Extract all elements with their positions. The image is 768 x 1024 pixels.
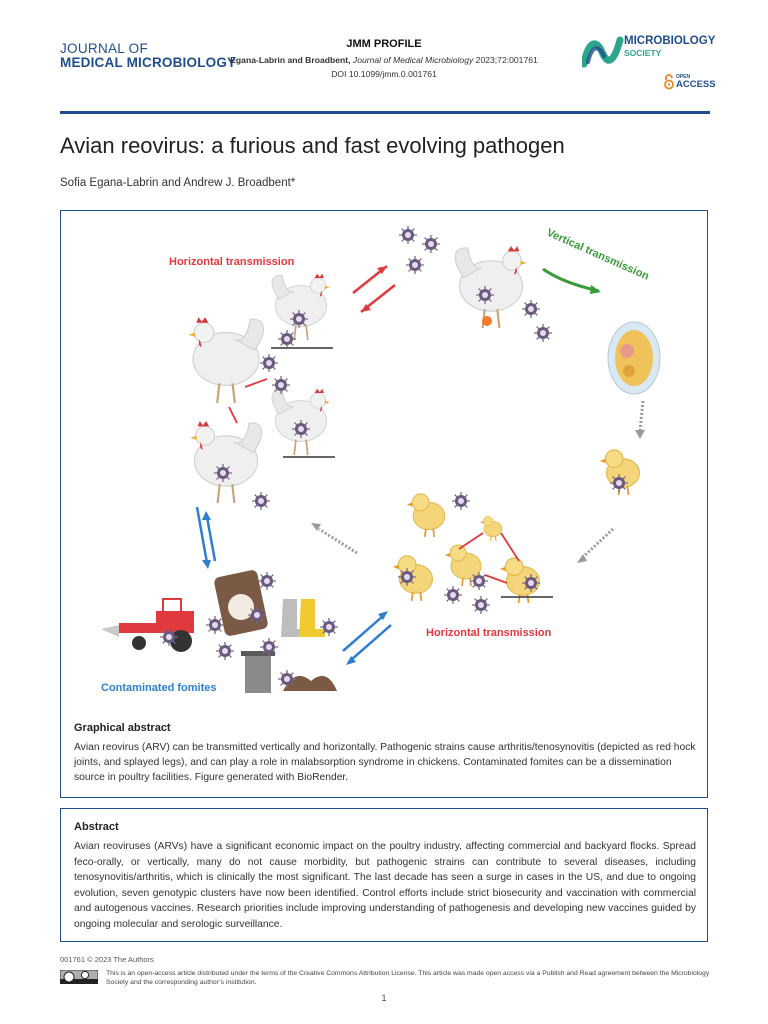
- access-label: ACCESS: [676, 79, 716, 90]
- blue-arrows-bottom: [342, 611, 392, 665]
- open-label: OPEN: [676, 74, 691, 80]
- journal-name-top: JOURNAL OF: [60, 41, 149, 56]
- trash-can-icon: [241, 651, 275, 693]
- boots-icon: [281, 599, 325, 637]
- gray-arrow-down: [635, 400, 645, 439]
- abstract-text: Avian reoviruses (ARVs) have a significa…: [74, 841, 696, 930]
- hen-perch-top: [271, 272, 331, 341]
- chick-top: [406, 493, 446, 538]
- hen-standing-left: [187, 316, 265, 405]
- red-arrow-up: [352, 265, 388, 294]
- microbiology-society-logo-icon: [582, 36, 624, 68]
- label-horizontal-transmission-top: Horizontal transmission: [169, 256, 295, 268]
- citation-year: 2023;72:001761: [475, 55, 538, 65]
- article-title: Avian reovirus: a furious and fast evolv…: [60, 133, 565, 158]
- abstract-box: [60, 808, 708, 942]
- red-arrow-down: [360, 284, 396, 313]
- journal-name-bottom: MEDICAL MICROBIOLOGY: [60, 55, 237, 70]
- citation: Egana-Labrin and Broadbent, Journal of M…: [214, 55, 554, 65]
- society-subname: SOCIETY: [624, 48, 662, 58]
- graphical-abstract-heading: Graphical abstract: [74, 722, 171, 734]
- label-contaminated-fomites: Contaminated fomites: [101, 682, 217, 694]
- graphical-abstract-text: Avian reovirus (ARV) can be transmitted …: [74, 742, 696, 783]
- abstract-heading: Abstract: [74, 821, 119, 833]
- tractor-icon: [101, 598, 194, 652]
- gray-arrow-left: [577, 527, 615, 563]
- article-type: JMM PROFILE: [346, 38, 422, 50]
- creative-commons-by-icon[interactable]: [60, 970, 98, 984]
- feed-bag-icon: [214, 570, 268, 636]
- graphical-abstract-figure: Horizontal transmission Vertical transmi…: [101, 225, 661, 694]
- header-rule: [60, 111, 710, 114]
- embryonated-egg: [607, 321, 661, 395]
- red-arrows-chicks: [228, 378, 520, 584]
- open-access-badge: OPEN ACCESS: [662, 74, 722, 90]
- graphical-abstract-box: [60, 210, 708, 798]
- citation-authors: Egana-Labrin and Broadbent,: [230, 55, 351, 65]
- doi[interactable]: DOI 10.1099/jmm.0.001761: [331, 69, 437, 79]
- chick-small: [479, 515, 503, 542]
- page-number: 1: [381, 993, 387, 1003]
- gray-arrow-up-left: [311, 523, 358, 555]
- manure-pile-icon: [283, 675, 337, 691]
- citation-journal: Journal of Medical Microbiology: [352, 55, 474, 65]
- hen-lower-left: [189, 420, 263, 505]
- green-arrow: [542, 267, 601, 294]
- open-access-lock-icon: [664, 74, 674, 90]
- label-vertical-transmission: Vertical transmission: [545, 227, 651, 283]
- hen-vertical-source: [454, 245, 528, 330]
- copyright-line: 001761 © 2023 The Authors: [60, 955, 154, 964]
- label-horizontal-transmission-bottom: Horizontal transmission: [426, 627, 552, 639]
- blue-arrows-left: [195, 506, 217, 569]
- society-name: MICROBIOLOGY: [624, 35, 716, 47]
- license-text: This is an open-access article distribut…: [106, 970, 710, 986]
- article-authors: Sofia Egana-Labrin and Andrew J. Broadbe…: [60, 177, 296, 189]
